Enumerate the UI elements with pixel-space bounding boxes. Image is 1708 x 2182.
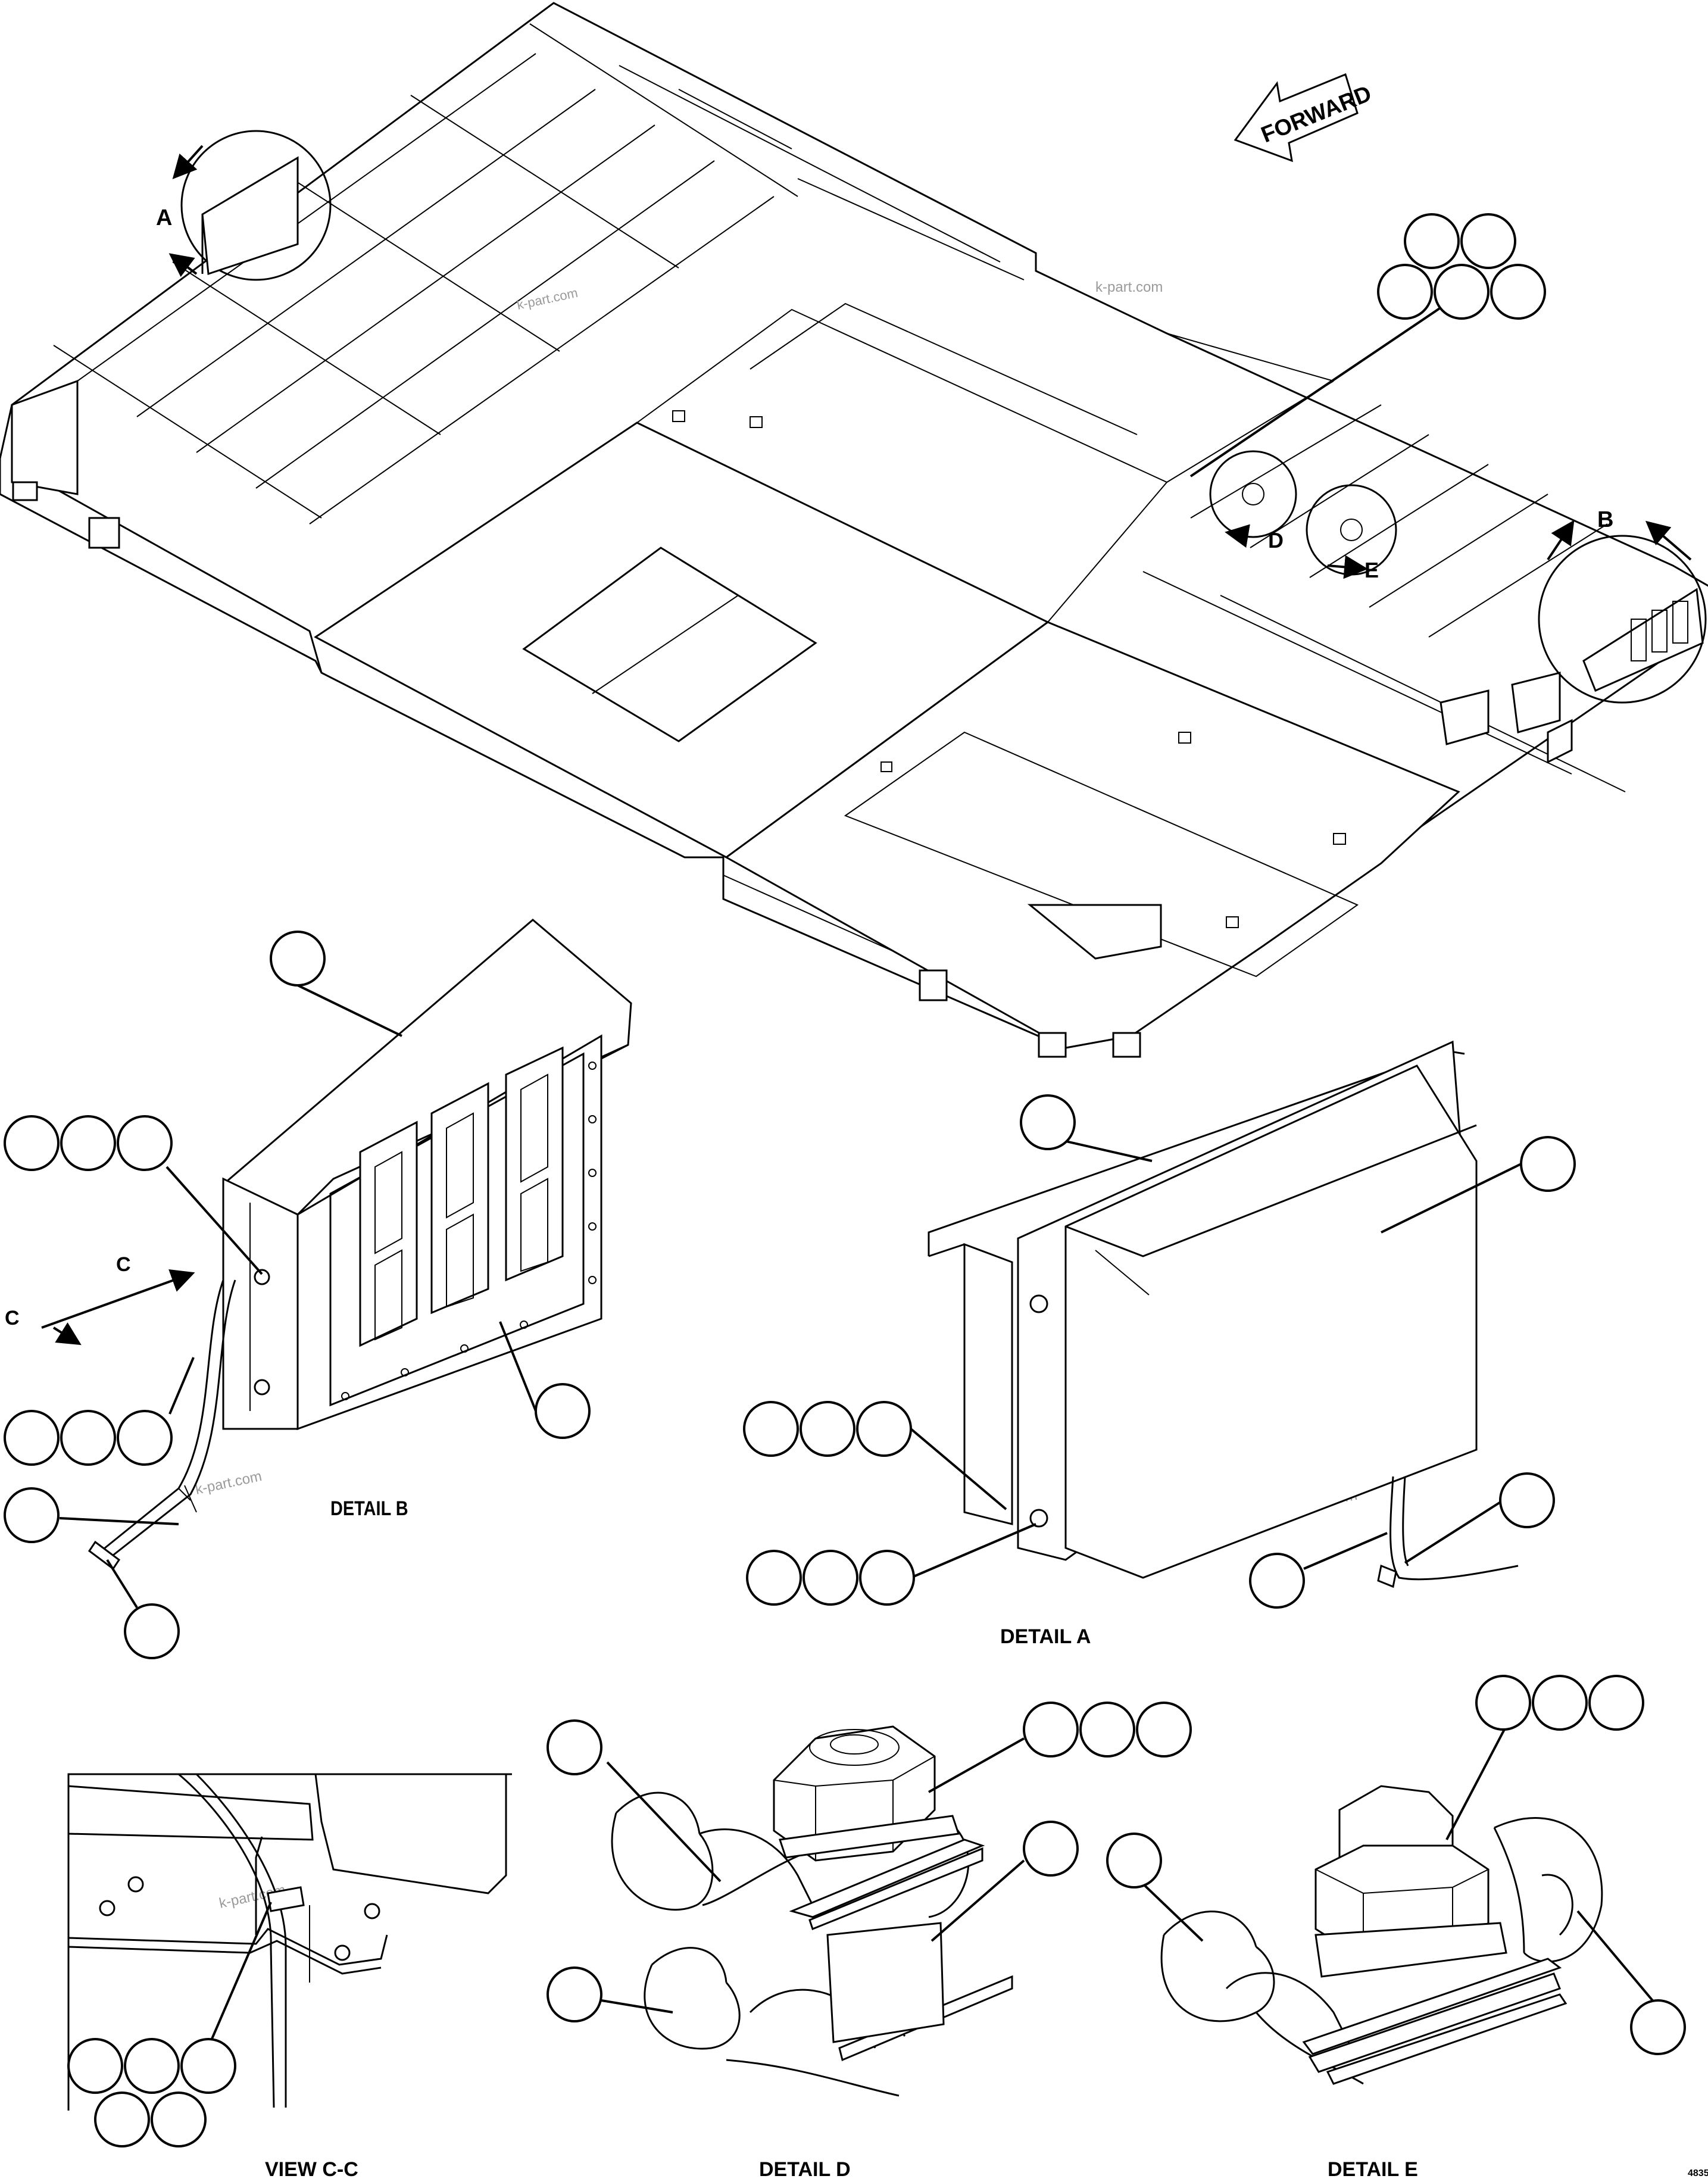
- view-d-callout: D: [1209, 450, 1297, 552]
- forward-arrow: FORWARD: [1234, 73, 1375, 163]
- view-c-label-2: C: [5, 1307, 20, 1329]
- drawing-number: 4835: [1688, 2168, 1708, 2178]
- detail-a: DETAIL A: [743, 1040, 1576, 1648]
- view-b-callout: B: [1538, 507, 1707, 704]
- detail-d-label: DETAIL D: [759, 2158, 851, 2181]
- detail-e: DETAIL E: [1106, 1675, 1686, 2181]
- view-e-label: E: [1364, 558, 1379, 582]
- detail-a-label: DETAIL A: [1000, 1625, 1091, 1648]
- view-a-callout: A: [156, 130, 332, 281]
- view-b-label: B: [1597, 507, 1613, 532]
- detail-b-label: DETAIL B: [330, 1497, 408, 1520]
- main-frame-assembly: [0, 2, 1708, 1058]
- watermark-2: k-part.com: [1095, 279, 1163, 295]
- view-cc: VIEW C-C: [67, 1773, 512, 2181]
- detail-d: DETAIL D: [547, 1702, 1192, 2181]
- watermark-1: k-part.com: [516, 285, 579, 313]
- view-d-label: D: [1268, 528, 1284, 552]
- detail-e-label: DETAIL E: [1328, 2158, 1418, 2181]
- detail-b: 888 C C: [4, 919, 632, 1659]
- view-e-callout: E: [1306, 484, 1397, 582]
- view-a-label: A: [156, 205, 172, 230]
- balloon-cluster-top-right: [1189, 213, 1546, 477]
- view-cc-label: VIEW C-C: [265, 2158, 358, 2181]
- watermark-3: k-part.com: [194, 1468, 263, 1498]
- view-c-label-1: C: [116, 1253, 131, 1276]
